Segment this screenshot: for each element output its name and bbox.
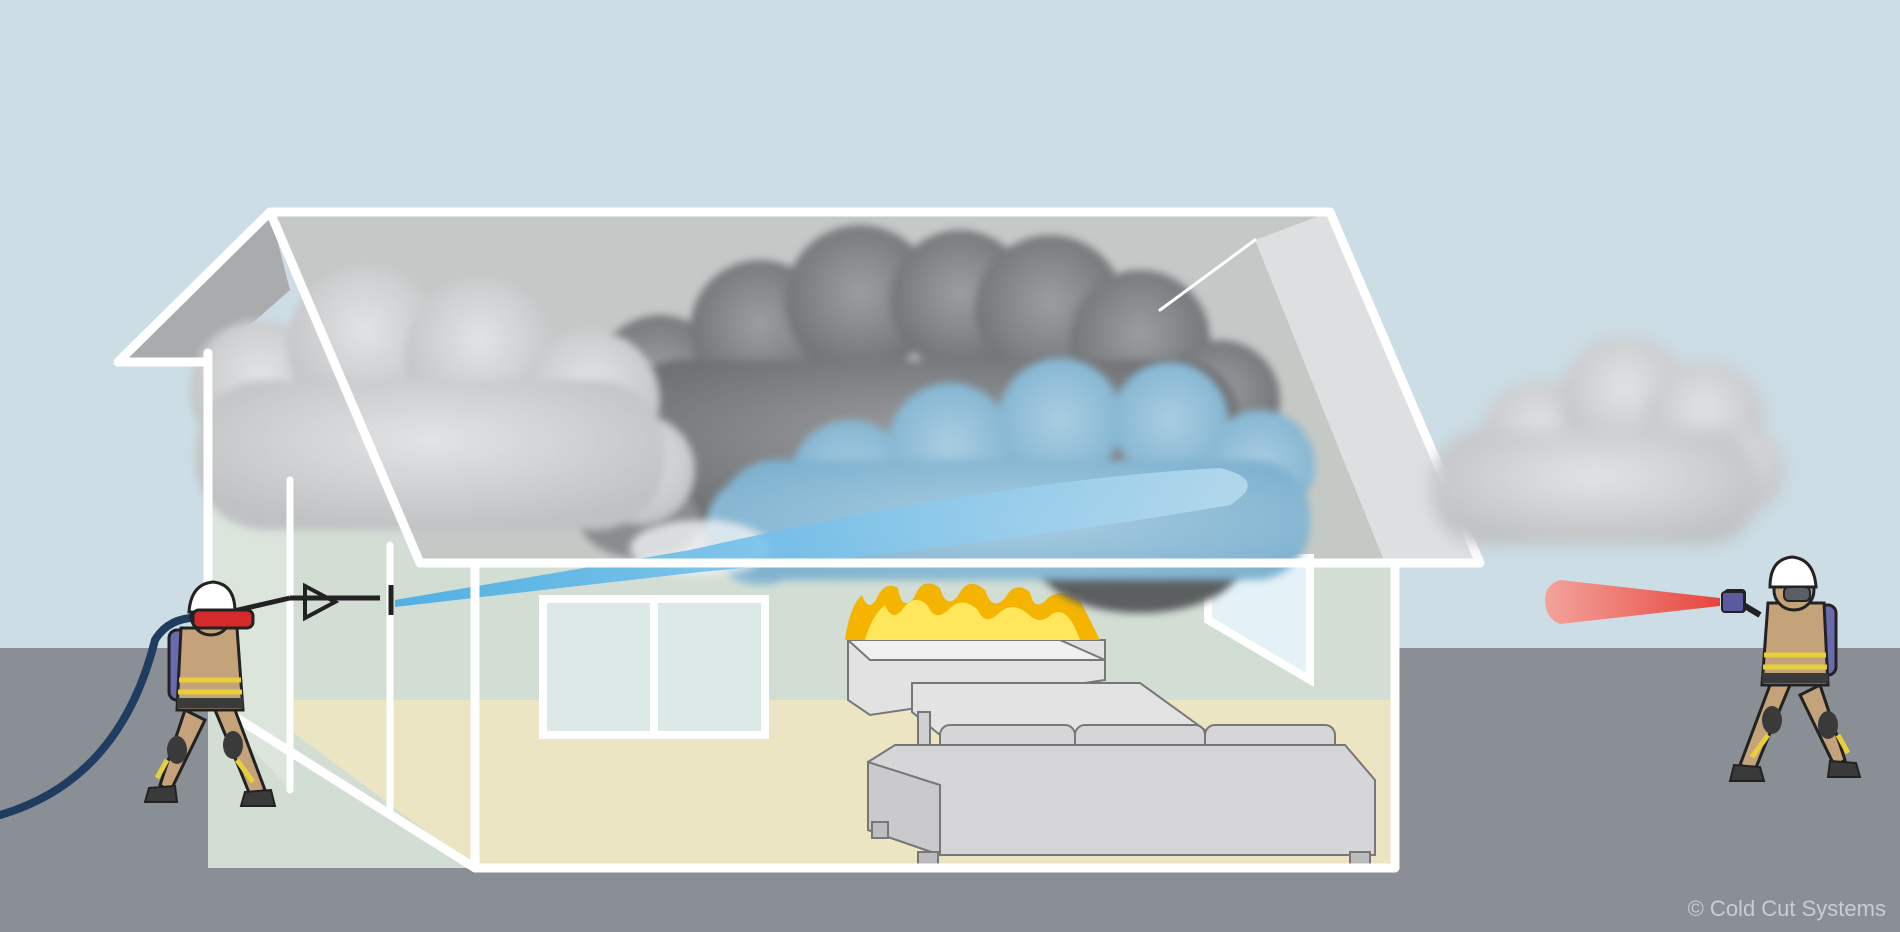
sofa [867, 724, 1376, 867]
firefighter-left [0, 582, 394, 819]
copyright-credit: © Cold Cut Systems [1687, 896, 1886, 921]
water-jet [395, 468, 1248, 607]
fire-hose [0, 613, 209, 819]
thermal-beam [1545, 580, 1720, 624]
fire-flames [845, 583, 1100, 640]
thermal-camera [1721, 591, 1745, 613]
exhaust-smoke [1430, 335, 1785, 545]
smoke-cloud-light [190, 267, 695, 530]
roof-right-face [1255, 212, 1480, 563]
